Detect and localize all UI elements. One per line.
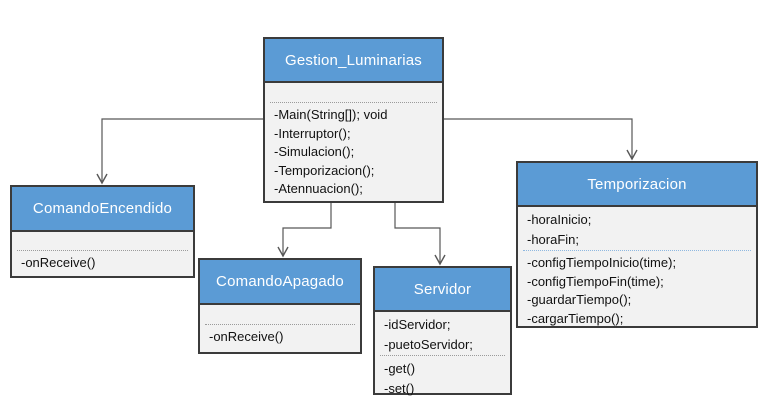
attributes-compartment: -idServidor; -puetoServidor; xyxy=(375,312,510,355)
class-box-servidor: Servidor -idServidor; -puetoServidor; -g… xyxy=(373,266,512,396)
class-title: ComandoEncendido xyxy=(32,200,173,217)
method-row: -Temporizacion(); xyxy=(274,162,375,178)
method-row: -cargarTiempo(); xyxy=(527,310,624,326)
method-row: -set() xyxy=(384,381,415,396)
attributes-compartment xyxy=(200,305,360,324)
class-header: Gestion_Luminarias xyxy=(265,39,442,83)
class-title: Temporizacion xyxy=(587,175,687,193)
method-row: -guardarTiempo(); xyxy=(527,292,632,308)
method-row: -configTiempoFin(time); xyxy=(527,273,664,289)
attribute-row: -horaInicio; xyxy=(527,212,592,227)
class-title: Gestion_Luminarias xyxy=(284,51,422,69)
class-title: Servidor xyxy=(413,280,472,298)
class-header: Temporizacion xyxy=(518,163,756,207)
method-row: -onReceive() xyxy=(21,255,96,270)
methods-compartment: -get() -set() xyxy=(375,356,510,399)
compartment-separator xyxy=(523,250,751,251)
method-row: -Main(String[]); void xyxy=(274,107,388,122)
attributes-compartment: -horaInicio; -horaFin; xyxy=(518,207,756,250)
class-title: ComandoApagado xyxy=(216,273,344,290)
compartment-separator xyxy=(380,355,505,356)
compartment-separator xyxy=(17,250,188,251)
compartment-separator xyxy=(270,102,437,103)
methods-compartment: -onReceive() xyxy=(200,325,360,347)
class-box-comandoencendido: ComandoEncendido -onReceive() xyxy=(10,185,195,278)
method-row: -Atennuacion(); xyxy=(274,181,363,197)
attributes-compartment xyxy=(265,83,442,102)
attribute-row: -idServidor; xyxy=(384,317,451,332)
method-row: -Simulacion(); xyxy=(274,144,355,160)
methods-compartment: -onReceive() xyxy=(12,251,193,273)
attribute-row: -horaFin; xyxy=(527,232,580,247)
connector-gestion-to-temporizacion xyxy=(444,118,638,161)
connector-gestion-to-comandoapagado xyxy=(277,203,332,258)
method-row: -onReceive() xyxy=(209,329,284,344)
connector-gestion-to-servidor xyxy=(394,203,446,266)
compartment-separator xyxy=(205,324,355,325)
class-box-comandoapagado: ComandoApagado -onReceive() xyxy=(198,258,362,354)
class-box-gestion-luminarias: Gestion_Luminarias -Main(String[]); void… xyxy=(263,37,444,203)
attribute-row: -puetoServidor; xyxy=(384,337,473,352)
method-row: -get() xyxy=(384,361,416,376)
class-header: ComandoEncendido xyxy=(12,187,193,232)
class-header: Servidor xyxy=(375,268,510,312)
methods-compartment: -configTiempoInicio(time); -configTiempo… xyxy=(518,251,756,328)
attributes-compartment xyxy=(12,232,193,250)
class-box-temporizacion: Temporizacion -horaInicio; -horaFin; -co… xyxy=(516,161,758,328)
connector-gestion-to-comandoencendido xyxy=(96,118,263,185)
method-row: -configTiempoInicio(time); xyxy=(527,255,677,270)
method-row: -Interruptor(); xyxy=(274,125,351,141)
class-header: ComandoApagado xyxy=(200,260,360,305)
methods-compartment: -Main(String[]); void -Interruptor(); -S… xyxy=(265,103,442,199)
